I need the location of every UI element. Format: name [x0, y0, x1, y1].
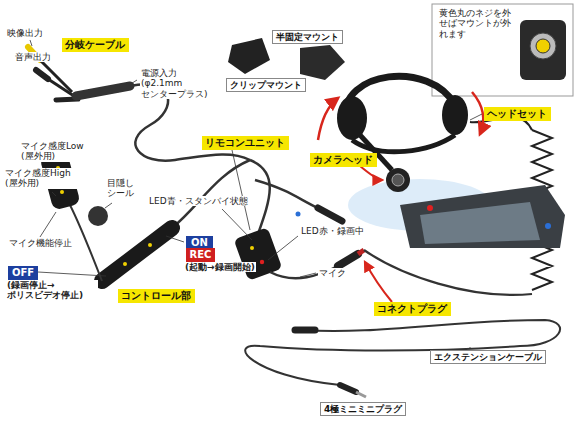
- connect-plug: [338, 254, 358, 266]
- plug-tip: [356, 392, 366, 397]
- leader-lines: [30, 40, 482, 349]
- node-text: コントロール部: [121, 290, 192, 302]
- connect-plug: [358, 250, 364, 254]
- part-label: コネクトプラグ: [374, 302, 451, 316]
- node-text: リモコンユニット: [205, 137, 286, 149]
- part-label: エクステンションケーブル: [430, 350, 546, 364]
- button-dot: [123, 262, 127, 266]
- earpiece: [442, 95, 468, 135]
- screw: [536, 39, 550, 53]
- part-label: 4極ミニミニプラグ: [320, 402, 406, 416]
- node-text: 分岐ケーブル: [65, 39, 126, 51]
- semi-fixed-mount: [228, 38, 270, 74]
- plug-body: [295, 327, 315, 334]
- led: [260, 260, 264, 264]
- led: [545, 223, 551, 229]
- button-dot: [60, 190, 64, 194]
- part-label: 半固定マウント: [272, 30, 343, 44]
- part-label: 映像出力: [6, 28, 44, 38]
- part-label: マイク感度High (屋外用): [4, 168, 82, 189]
- cable: [250, 160, 270, 234]
- led-mark: [296, 212, 301, 217]
- mount-part: [520, 20, 566, 80]
- part-label: リモコンユニット: [202, 136, 289, 150]
- splitter-body: [76, 86, 130, 96]
- pointer-arrow: [365, 262, 392, 302]
- node-text: コネクトプラグ: [377, 303, 448, 315]
- mini-plug: [318, 208, 342, 221]
- rotate-arrow: [318, 98, 338, 140]
- part-label: マイク感度Low (屋外用): [20, 141, 92, 162]
- rotate-arrow: [472, 92, 483, 134]
- earpiece: [337, 96, 367, 140]
- cable: [48, 79, 74, 96]
- part-label: LED赤・録画中: [300, 226, 365, 236]
- node-text: カメラヘッド: [313, 154, 374, 166]
- button-dot: [250, 246, 254, 250]
- part-label: ヘッドセット: [484, 107, 551, 121]
- part-label: (録画停止→ ポリスビデオ停止): [6, 280, 98, 301]
- control-body: [102, 228, 172, 281]
- cable: [172, 160, 250, 228]
- extension-cable: [245, 320, 560, 385]
- button-label: REC: [186, 248, 215, 262]
- part-label: 音声出力: [14, 52, 52, 62]
- pointer-arrow: [360, 166, 382, 180]
- part-label: 電源入力 (φ2.1mm センタープラス): [140, 68, 214, 99]
- part-label: カメラヘッド: [310, 153, 377, 167]
- node-text: REC: [189, 249, 212, 261]
- part-label: LED青・スタンバイ状態: [148, 196, 249, 206]
- rca-plug: [36, 70, 48, 79]
- camera-lens: [392, 174, 404, 186]
- node-text: OFF: [11, 267, 35, 279]
- node-text: ヘッドセット: [487, 108, 548, 120]
- screw-ring: [530, 33, 556, 59]
- button-label: OFF: [8, 266, 38, 280]
- part-label: クリップマウント: [226, 78, 306, 92]
- part-label: マイク: [318, 268, 347, 278]
- clip-mount: [300, 45, 345, 80]
- part-label: (起動→録画開始): [184, 262, 256, 272]
- part-label: 黄色丸のネジを外せばマウントが外れます: [438, 8, 518, 39]
- button-dot: [148, 243, 152, 247]
- recorder: [400, 185, 565, 248]
- cable: [255, 180, 318, 208]
- cable: [364, 250, 532, 295]
- part-label: マイク機能停止: [8, 238, 73, 248]
- part-label: 分岐ケーブル: [62, 38, 129, 52]
- part-label: 目隠し シール: [106, 178, 144, 199]
- part-label: コントロール部: [118, 289, 195, 303]
- sticker: [88, 206, 108, 226]
- mini-plug: [340, 385, 356, 392]
- recorder-screen: [420, 202, 540, 244]
- camera-head: [386, 168, 410, 192]
- inset-frame: [432, 4, 573, 96]
- led: [427, 205, 433, 211]
